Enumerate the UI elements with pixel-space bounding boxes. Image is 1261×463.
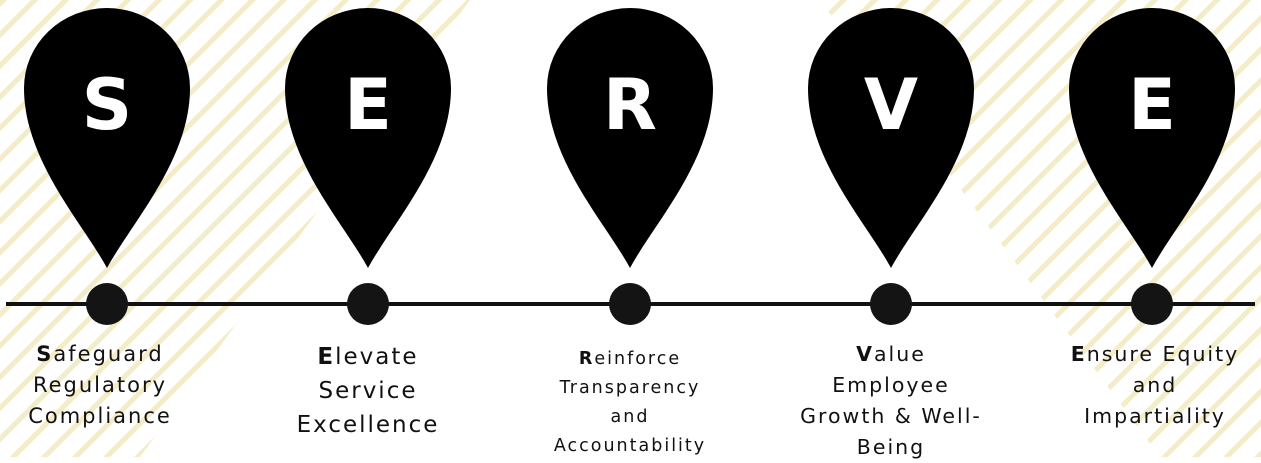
caption-line: Accountability	[553, 436, 707, 456]
pin-letter: V	[863, 64, 919, 146]
caption-initial: E	[317, 344, 336, 370]
caption-line: and	[610, 407, 650, 427]
map-pin-r: R	[547, 8, 713, 270]
caption-line: Compliance	[28, 404, 172, 428]
caption-ensure: Ensure Equity and Impartiality	[1045, 339, 1261, 432]
timeline-node-e	[347, 283, 389, 325]
caption-line: afeguard	[53, 342, 164, 366]
pin-letter: R	[603, 64, 657, 146]
map-pin-icon	[547, 8, 713, 268]
timeline-node-r	[609, 283, 651, 325]
map-pin-icon	[24, 8, 190, 268]
caption-initial: V	[856, 342, 874, 366]
map-pin-icon	[1069, 8, 1235, 268]
caption-line: Being	[856, 435, 926, 459]
timeline-node-e2	[1131, 283, 1173, 325]
caption-initial: E	[1070, 342, 1087, 366]
caption-line: Service	[318, 378, 418, 404]
caption-line: Transparency	[559, 378, 701, 398]
map-pin-icon	[808, 8, 974, 268]
pin-letter: E	[1128, 64, 1176, 146]
caption-elevate: Elevate Service Excellence	[258, 340, 478, 442]
caption-reinforce: Reinforce Transparency and Accountabilit…	[520, 345, 740, 461]
caption-line: Excellence	[296, 412, 440, 438]
pin-letter: S	[81, 64, 133, 146]
caption-line: alue	[874, 342, 926, 366]
map-pin-v: V	[808, 8, 974, 270]
timeline-node-v	[870, 283, 912, 325]
map-pin-s: S	[24, 8, 190, 270]
map-pin-icon	[285, 8, 451, 268]
map-pin-e: E	[285, 8, 451, 270]
caption-line: levate	[335, 344, 419, 370]
caption-line: Growth & Well-	[800, 404, 982, 428]
caption-line: and	[1132, 373, 1178, 397]
caption-line: Impartiality	[1084, 404, 1226, 428]
caption-line: Employee	[832, 373, 950, 397]
caption-initial: S	[36, 342, 54, 366]
caption-value: Value Employee Growth & Well- Being	[781, 339, 1001, 463]
pin-letter: E	[344, 64, 392, 146]
caption-line: Regulatory	[32, 373, 168, 397]
map-pin-e2: E	[1069, 8, 1235, 270]
caption-line: nsure Equity	[1086, 342, 1240, 366]
caption-safeguard: Safeguard Regulatory Compliance	[0, 339, 210, 432]
caption-initial: R	[578, 349, 595, 369]
timeline-node-s	[86, 283, 128, 325]
caption-line: einforce	[594, 349, 682, 369]
